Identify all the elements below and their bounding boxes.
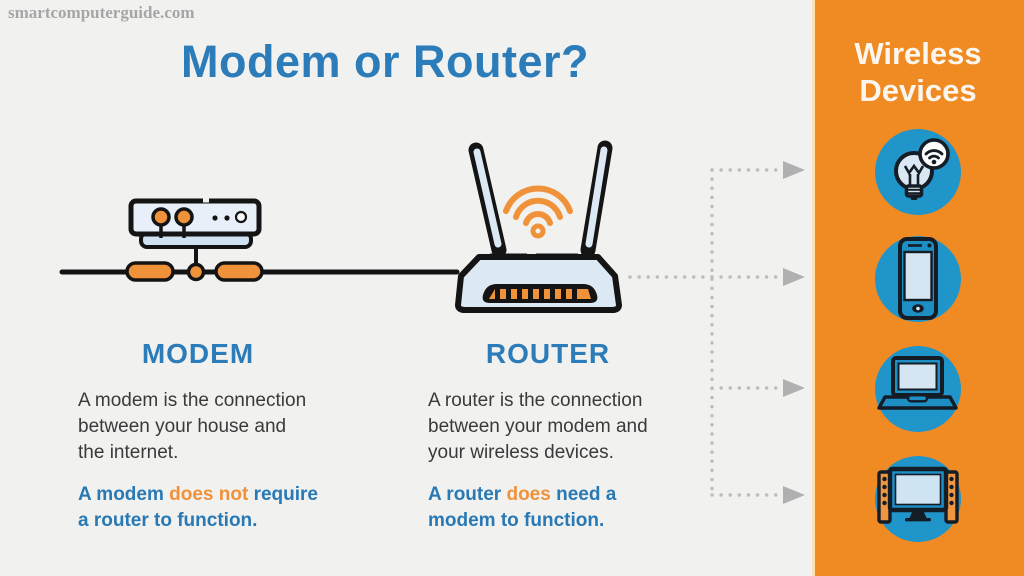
smartphone-icon bbox=[875, 236, 961, 322]
modem-section: MODEM A modem is the connection between … bbox=[78, 338, 328, 533]
watermark: smartcomputerguide.com bbox=[8, 3, 195, 22]
router-heading: ROUTER bbox=[485, 338, 611, 369]
wifi-signal-icon bbox=[503, 185, 573, 239]
modem-indicator-lights bbox=[212, 210, 248, 224]
modem-statement-suffix: require a router to function. bbox=[78, 484, 319, 531]
modem-router-illustration bbox=[59, 140, 805, 504]
router-section: ROUTER A router is the connection betwee… bbox=[428, 338, 678, 533]
connection-arrows bbox=[783, 161, 805, 504]
smart-bulb-icon bbox=[875, 129, 961, 215]
laptop-icon bbox=[875, 346, 961, 432]
modem-statement-highlight: does not bbox=[169, 484, 249, 506]
modem-statement-prefix: A modem bbox=[78, 484, 170, 506]
router-statement: A router does need a modem to function. bbox=[428, 482, 678, 532]
router-antennas bbox=[468, 140, 613, 258]
modem-statement: A modem does not require a router to fun… bbox=[78, 482, 328, 532]
modem-description: A modem is the connection between your h… bbox=[78, 390, 307, 463]
modem-heading: MODEM bbox=[141, 338, 255, 369]
modem-device-illustration bbox=[128, 195, 262, 265]
sidebar-title: Wireless Devices bbox=[854, 36, 982, 108]
page-title: Modem or Router? bbox=[181, 36, 589, 87]
router-description: A router is the connection between your … bbox=[428, 390, 648, 463]
router-statement-suffix: need a modem to function. bbox=[428, 484, 617, 531]
router-body bbox=[455, 253, 622, 313]
router-vent bbox=[482, 284, 598, 303]
router-statement-prefix: A router bbox=[428, 484, 507, 506]
modem-knobs bbox=[151, 207, 194, 238]
wireless-devices-sidebar: Wireless Devices bbox=[812, 0, 1024, 576]
internet-cable-line bbox=[59, 261, 460, 282]
router-statement-highlight: does bbox=[506, 484, 551, 506]
connection-dotted-lines bbox=[628, 168, 782, 497]
smart-tv-icon bbox=[875, 456, 961, 542]
router-device-illustration bbox=[455, 140, 622, 313]
